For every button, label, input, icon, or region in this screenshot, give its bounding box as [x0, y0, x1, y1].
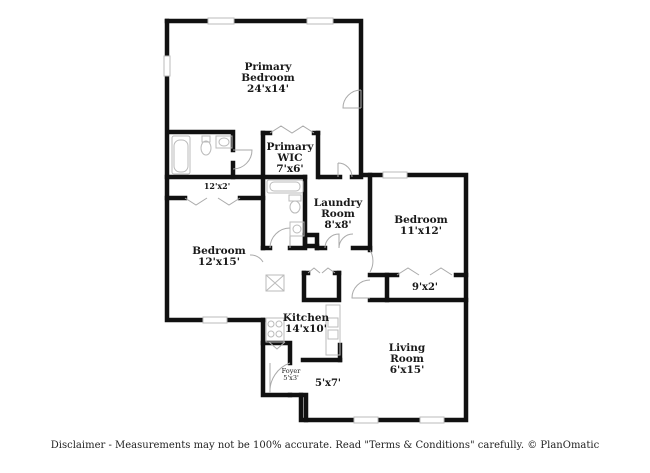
room-label-primary-bedroom: Primary Bedroom 24'x14'	[241, 61, 295, 96]
room-dimensions: 24'x14'	[247, 83, 289, 96]
room-label-closet-9x2: 9'x2'	[411, 282, 439, 294]
room-name: Kitchen	[282, 312, 330, 324]
room-label-foyer: Foyer 5'x3'	[282, 368, 301, 382]
room-label-primary-wic: Primary WIC 7'x6'	[266, 141, 314, 176]
room-name: Laundry	[313, 197, 363, 209]
room-label-entry-nook: 5'x7'	[314, 378, 342, 390]
room-dimensions: 8'x8'	[324, 219, 352, 232]
room-label-bedroom-2: Bedroom 11'x12'	[394, 214, 448, 238]
room-dimensions: 12'x15'	[198, 256, 240, 269]
room-name: Bedroom	[394, 214, 448, 226]
fixtures	[171, 135, 341, 356]
room-dimensions: 9'x2'	[411, 282, 439, 293]
room-dimensions: 5'x3'	[283, 373, 299, 382]
room-name: Foyer	[281, 367, 301, 375]
disclaimer-text: Disclaimer - Measurements may not be 100…	[50, 440, 600, 451]
room-dimensions: 7'x6'	[276, 163, 304, 176]
room-dimensions: 12'x2'	[203, 181, 231, 191]
room-label-laundry-room: Laundry Room 8'x8'	[313, 197, 363, 232]
room-label-hall-closet: 12'x2'	[203, 181, 231, 191]
walls	[164, 18, 469, 423]
windows	[163, 17, 445, 424]
room-name: Living	[388, 342, 426, 354]
room-label-kitchen: Kitchen 14'x10'	[282, 312, 330, 336]
room-name: Primary	[266, 141, 314, 153]
room-label-bedroom-3: Bedroom 12'x15'	[192, 245, 246, 269]
room-name: Primary	[244, 61, 292, 73]
room-dimensions: 5'x7'	[314, 378, 342, 389]
room-label-living-room: Living Room 6'x15'	[388, 342, 426, 377]
room-dimensions: 14'x10'	[285, 323, 327, 336]
room-dimensions: 11'x12'	[400, 225, 442, 238]
room-name: Bedroom	[192, 245, 246, 257]
room-name: Room	[321, 208, 355, 221]
room-name: WIC	[277, 152, 303, 165]
bifold-doors	[184, 125, 453, 350]
room-name: Bedroom	[241, 72, 295, 85]
room-name: Room	[390, 353, 424, 366]
room-dimensions: 6'x15'	[389, 364, 425, 377]
